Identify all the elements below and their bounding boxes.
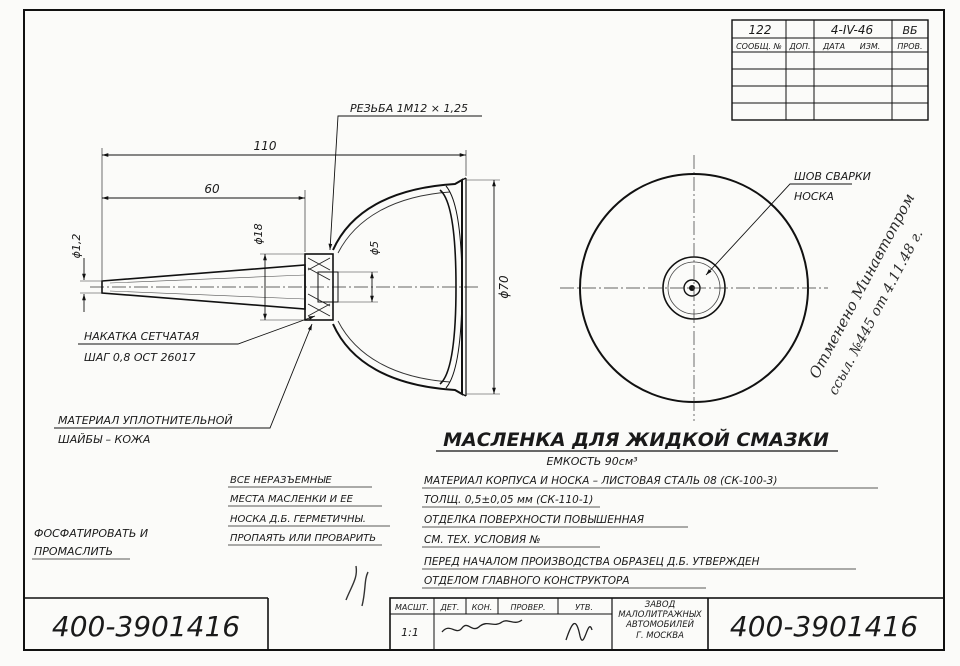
plant-line-1: ЗАВОД [645,600,676,610]
dim-110: 110 [254,139,277,153]
knurl-callout-line2: ШАГ 0,8 ОСТ 26017 [84,351,195,364]
rev-header-check: ПРОВ. [897,42,922,51]
signatures [441,619,593,641]
plant-line-4: Г. МОСКВА [636,631,684,641]
note-right-2: ТОЛЩ. 0,5±0,05 мм (СК-110-1) [424,494,593,506]
plant-line-3: АВТОМОБИЛЕЙ [625,618,695,630]
weld-callout-line2: НОСКА [794,190,834,203]
rev-cell-date: 4-IV-46 [831,23,874,37]
title-block: МАСШТ. ДЕТ. КОН. ПРОВЕР. УТВ. 1:1 ЗАВОД … [389,597,945,651]
thread-callout: РЕЗЬБА 1М12 × 1,25 [350,102,468,115]
handwritten-note: Отменено Минавтопром ссыл. №445 от 4.11.… [805,190,926,398]
note-left-3: НОСКА Д.Б. ГЕРМЕТИЧНЫ. [230,514,366,525]
seal-callout-line1: МАТЕРИАЛ УПЛОТНИТЕЛЬНОЙ [58,414,233,427]
weld-callout-line1: ШОВ СВАРКИ [794,170,871,183]
phosphate-note-2: ПРОМАСЛИТЬ [34,545,113,558]
note-right-6: ОТДЕЛОМ ГЛАВНОГО КОНСТРУКТОРА [424,575,630,587]
dim-phi-18: ϕ18 [252,223,265,244]
tb-scale-value: 1:1 [401,626,419,639]
dimension-lines: 110 60 ϕ1,2 ϕ18 ϕ5 ϕ70 РЕЗЬБА 1М12 × 1,2… [70,102,511,395]
rev-cell-initials: ВБ [902,24,917,37]
rev-header-message: СООБЩ. № [736,42,782,51]
note-right-3: ОТДЕЛКА ПОВЕРХНОСТИ ПОВЫШЕННАЯ [424,514,645,526]
dim-phi-5: ϕ5 [368,241,381,255]
oiler-front-view: ШОВ СВАРКИ НОСКА [560,155,871,421]
plant-line-2: МАЛОЛИТРАЖНЫХ [618,610,702,620]
revision-block: 122 4-IV-46 ВБ СООБЩ. № ДОП. ДАТА ИЗМ. П… [731,19,929,121]
left-callouts: НАКАТКА СЕТЧАТАЯ ШАГ 0,8 ОСТ 26017 МАТЕР… [54,315,316,446]
dim-60: 60 [204,182,220,196]
note-right-4: СМ. ТЕХ. УСЛОВИЯ № [424,534,540,546]
note-left-2: МЕСТА МАСЛЕНКИ И ЕЕ [230,494,354,505]
handwritten-mark [345,565,369,607]
tb-header-scale: МАСШТ. [395,603,429,612]
tb-header-designer: КОН. [472,603,493,612]
knurl-callout-line1: НАКАТКА СЕТЧАТАЯ [84,330,199,343]
part-number-left: 400-3901416 [52,610,240,643]
rev-header-date: ДАТА [822,42,845,51]
tb-header-checker: ПРОВЕР. [510,603,545,612]
notes-right: МАТЕРИАЛ КОРПУСА И НОСКА – ЛИСТОВАЯ СТАЛ… [422,475,878,589]
note-right-5: ПЕРЕД НАЧАЛОМ ПРОИЗВОДСТВА ОБРАЗЕЦ Д.Б. … [424,556,760,568]
notes-left: ВСЕ НЕРАЗЪЕМНЫЕ МЕСТА МАСЛЕНКИ И ЕЕ НОСК… [228,475,390,546]
rev-header-add: ДОП. [788,42,810,51]
drawing-title: МАСЛЕНКА ДЛЯ ЖИДКОЙ СМАЗКИ [443,428,829,451]
note-right-1: МАТЕРИАЛ КОРПУСА И НОСКА – ЛИСТОВАЯ СТАЛ… [424,475,777,487]
rev-header-change: ИЗМ. [860,42,881,51]
rev-cell-number: 122 [749,23,772,37]
dim-phi-70: ϕ70 [497,275,511,299]
capacity-label: ЕМКОСТЬ 90см³ [546,455,638,468]
oiler-side-view [90,177,478,397]
dim-phi-1-2: ϕ1,2 [70,234,83,259]
seal-callout-line2: ШАЙБЫ – КОЖА [58,433,150,446]
part-number-left-box: 400-3901416 [24,597,269,650]
tb-header-part: ДЕТ. [440,603,460,612]
phosphate-note-1: ФОСФАТИРОВАТЬ И [34,527,148,540]
part-number-right: 400-3901416 [730,610,918,643]
note-left-4: ПРОПАЯТЬ ИЛИ ПРОВАРИТЬ [230,533,376,544]
note-left-1: ВСЕ НЕРАЗЪЕМНЫЕ [230,475,332,486]
tb-header-approver: УТВ. [575,603,593,612]
